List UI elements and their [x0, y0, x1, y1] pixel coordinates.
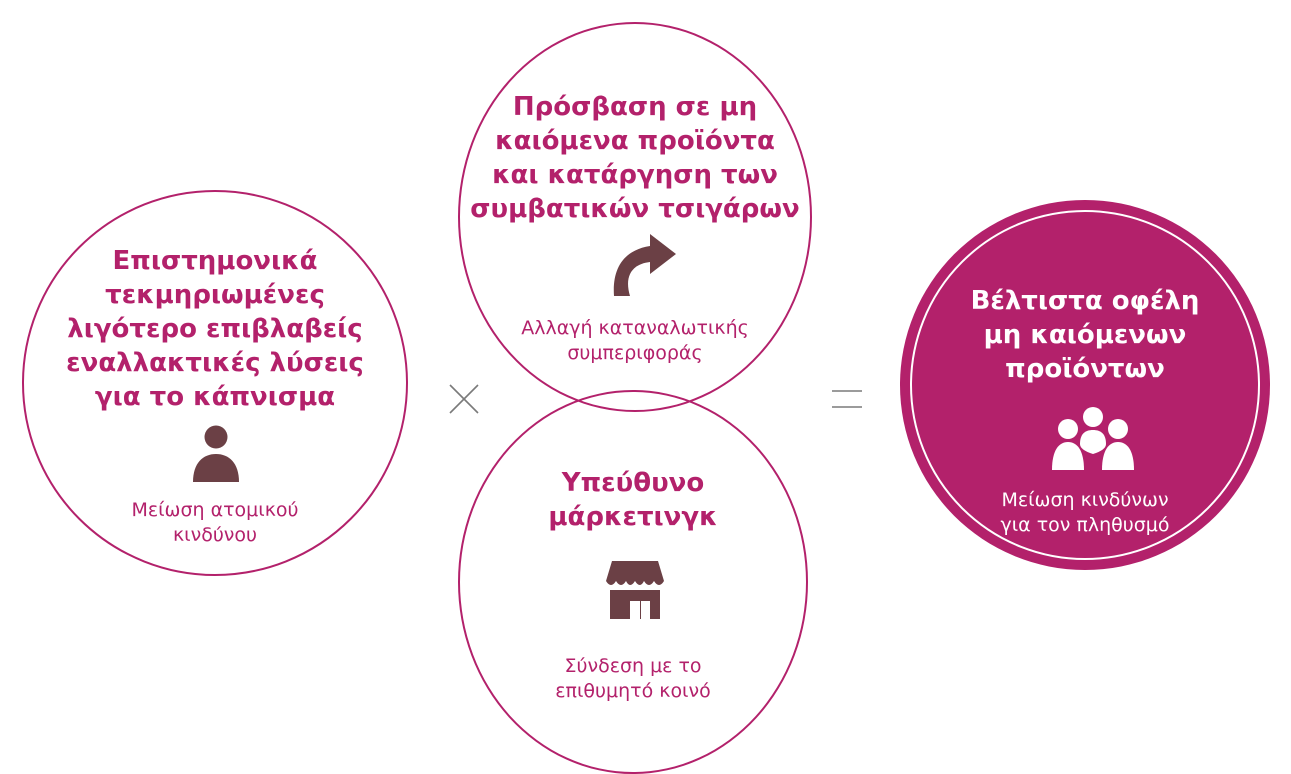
circle-top-subtitle: Αλλαγή καταναλωτικής συμπεριφοράς: [521, 317, 749, 364]
circle-individual-risk: Επιστημονικά τεκμηριωμένες λιγότερο επιβ…: [22, 190, 408, 576]
inner-ring: [910, 210, 1260, 560]
circle-top-title: Πρόσβαση σε μη καιόμενα προϊόντα και κατ…: [470, 92, 800, 224]
circle-bottom-title: Υπεύθυνο μάρκετινγκ: [548, 468, 718, 532]
curved-arrow-icon: [613, 234, 676, 296]
equals-icon: [832, 390, 862, 408]
circle-consumer-behavior: Πρόσβαση σε μη καιόμενα προϊόντα και κατ…: [458, 22, 812, 412]
circle-left-title: Επιστημονικά τεκμηριωμένες λιγότερο επιβ…: [66, 246, 364, 412]
storefront-icon: [606, 561, 664, 619]
group-icon: [1052, 407, 1134, 470]
multiply-icon: [449, 384, 479, 414]
circle-responsible-marketing: Υπεύθυνο μάρκετινγκ Σύνδεση με το επιθυμ…: [458, 390, 808, 774]
circle-bottom-subtitle: Σύνδεση με το επιθυμητό κοινό: [555, 655, 711, 702]
circle-right-subtitle: Μείωση κινδύνων για τον πληθυσμό: [1000, 489, 1170, 536]
person-icon: [193, 425, 239, 482]
circle-left-subtitle: Μείωση ατομικού κινδύνου: [131, 499, 299, 546]
circle-right-title: Βέλτιστα οφέλη μη καιόμενων προϊόντων: [970, 286, 1200, 384]
circle-population-benefit: Βέλτιστα οφέλη μη καιόμενων προϊόντων Με…: [900, 200, 1270, 570]
